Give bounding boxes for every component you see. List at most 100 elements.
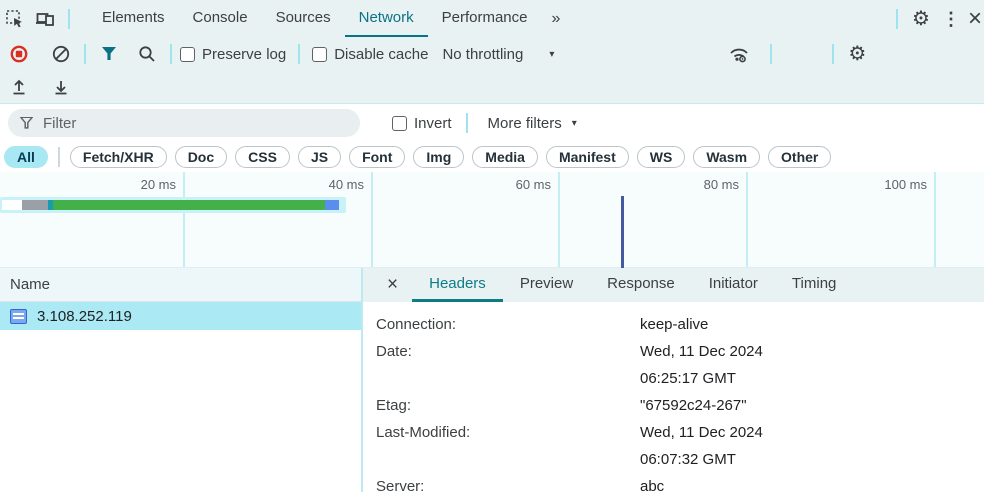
chip-css[interactable]: CSS (235, 146, 290, 168)
load-event-marker (621, 196, 624, 268)
header-row: Date: Wed, 11 Dec 2024 06:25:17 GMT (376, 338, 984, 392)
tab-elements[interactable]: Elements (102, 9, 165, 26)
header-key: Server: (376, 478, 425, 492)
import-har-icon[interactable] (46, 73, 76, 101)
waterfall-segment-stalled (22, 200, 48, 210)
chip-ws[interactable]: WS (636, 146, 686, 168)
header-value: keep-alive (640, 316, 709, 333)
export-har-icon[interactable] (4, 73, 34, 101)
main-toolbar: Elements Console Sources Network Perform… (0, 0, 984, 37)
preserve-log-checkbox[interactable]: Preserve log (180, 46, 286, 63)
toolbar-divider (68, 8, 70, 29)
header-key: Etag: (376, 397, 412, 414)
timeline-gridline (183, 172, 185, 267)
more-filters-dropdown[interactable]: More filters ▾ (487, 114, 577, 132)
checkbox-unchecked (312, 46, 328, 62)
header-value: Wed, 11 Dec 2024 06:25:17 GMT (640, 343, 763, 387)
chip-font[interactable]: Font (349, 146, 406, 168)
chip-doc[interactable]: Doc (174, 146, 228, 168)
filter-input-wrap (8, 109, 360, 137)
chip-all[interactable]: All (4, 146, 48, 168)
checkbox-unchecked (180, 46, 195, 62)
detail-tab-initiator[interactable]: Initiator (708, 275, 758, 292)
header-value: abc (640, 478, 665, 492)
toolbar-divider (770, 44, 773, 64)
chip-img[interactable]: Img (413, 146, 465, 168)
tab-console[interactable]: Console (192, 9, 248, 26)
network-conditions-icon[interactable] (724, 40, 754, 68)
toolbar-divider (170, 44, 172, 64)
settings-gear-icon[interactable]: ⚙ (912, 7, 930, 30)
more-tabs-icon[interactable]: » (551, 9, 561, 27)
toolbar-divider (896, 8, 898, 29)
chip-other[interactable]: Other (768, 146, 832, 168)
filter-icon[interactable] (94, 40, 124, 68)
response-headers-list: Connection: keep-alive Date: Wed, 11 Dec… (363, 302, 984, 492)
request-row-selected[interactable]: 3.108.252.119 (0, 302, 361, 330)
header-row: Connection: keep-alive (376, 311, 984, 338)
timeline-tick: 20 ms (140, 177, 176, 192)
name-column-header[interactable]: Name (0, 268, 361, 302)
disable-cache-checkbox[interactable]: Disable cache (312, 46, 428, 63)
chip-fetch-xhr[interactable]: Fetch/XHR (69, 146, 167, 168)
waterfall-segment-waiting (2, 200, 22, 210)
request-name: 3.108.252.119 (37, 307, 132, 325)
network-toolbar: Preserve log Disable cache No throttling… (0, 37, 984, 71)
checkbox-unchecked (392, 115, 407, 131)
header-row: Server: abc (376, 473, 984, 492)
document-icon (10, 308, 27, 324)
toolbar-divider (298, 44, 301, 64)
chip-js[interactable]: JS (297, 146, 342, 168)
clear-icon[interactable] (46, 40, 76, 68)
toolbar-divider (84, 44, 86, 64)
close-devtools-icon[interactable]: × (967, 4, 982, 32)
waterfall-segment-ttfb (48, 200, 53, 210)
detail-tab-response[interactable]: Response (607, 275, 675, 292)
close-details-icon[interactable]: × (387, 274, 399, 295)
requests-pane: Name 3.108.252.119 (0, 268, 363, 492)
request-details-pane: × Headers Preview Response Initiator Tim… (363, 268, 984, 492)
record-icon[interactable] (4, 40, 34, 68)
timeline-tick: 80 ms (703, 177, 739, 192)
filter-row: Invert More filters ▾ (0, 104, 984, 142)
header-key: Last-Modified: (376, 424, 471, 441)
waterfall-segment-download (325, 200, 339, 210)
tab-performance[interactable]: Performance (441, 9, 528, 26)
network-settings-gear-icon[interactable]: ⚙ (848, 43, 867, 65)
filter-input[interactable] (43, 114, 348, 132)
kebab-menu-icon[interactable]: ⋮ (942, 8, 960, 29)
timeline-tick: 100 ms (884, 177, 927, 192)
toolbar-divider (832, 44, 835, 64)
bottom-split: Name 3.108.252.119 × Headers Preview Res… (0, 268, 984, 492)
invert-checkbox[interactable]: Invert (392, 115, 452, 132)
header-key: Date: (376, 343, 412, 360)
inspect-element-icon[interactable] (0, 5, 30, 33)
network-overview-timeline[interactable]: 20 ms 40 ms 60 ms 80 ms 100 ms (0, 172, 984, 268)
tab-sources[interactable]: Sources (275, 9, 331, 26)
timeline-gridline (746, 172, 748, 267)
chip-wasm[interactable]: Wasm (693, 146, 761, 168)
chevron-down-icon: ▾ (571, 117, 577, 129)
device-toolbar-icon[interactable] (30, 5, 60, 33)
detail-tab-headers[interactable]: Headers (412, 268, 503, 302)
timeline-gridline (558, 172, 560, 267)
tab-network[interactable]: Network (344, 0, 428, 37)
detail-tabs: × Headers Preview Response Initiator Tim… (363, 268, 984, 302)
panel-tabs: Elements Console Sources Network Perform… (88, 0, 542, 37)
header-row: Last-Modified: Wed, 11 Dec 2024 06:07:32… (376, 419, 984, 473)
header-key: Connection: (376, 316, 457, 333)
search-icon[interactable] (132, 40, 162, 68)
header-value: "67592c24-267" (640, 397, 747, 414)
toolbar-divider (465, 113, 468, 133)
chip-media[interactable]: Media (472, 146, 538, 168)
chevron-down-icon: ▾ (549, 48, 555, 60)
detail-tab-timing[interactable]: Timing (791, 275, 837, 292)
request-type-filters: All Fetch/XHR Doc CSS JS Font Img Media … (0, 142, 984, 172)
chip-manifest[interactable]: Manifest (545, 146, 629, 168)
header-row: Etag: "67592c24-267" (376, 392, 984, 419)
header-value: Wed, 11 Dec 2024 06:07:32 GMT (640, 424, 763, 468)
detail-tab-preview[interactable]: Preview (519, 275, 574, 292)
throttling-select[interactable]: No throttling ▾ (442, 45, 555, 63)
timeline-tick: 60 ms (515, 177, 551, 192)
